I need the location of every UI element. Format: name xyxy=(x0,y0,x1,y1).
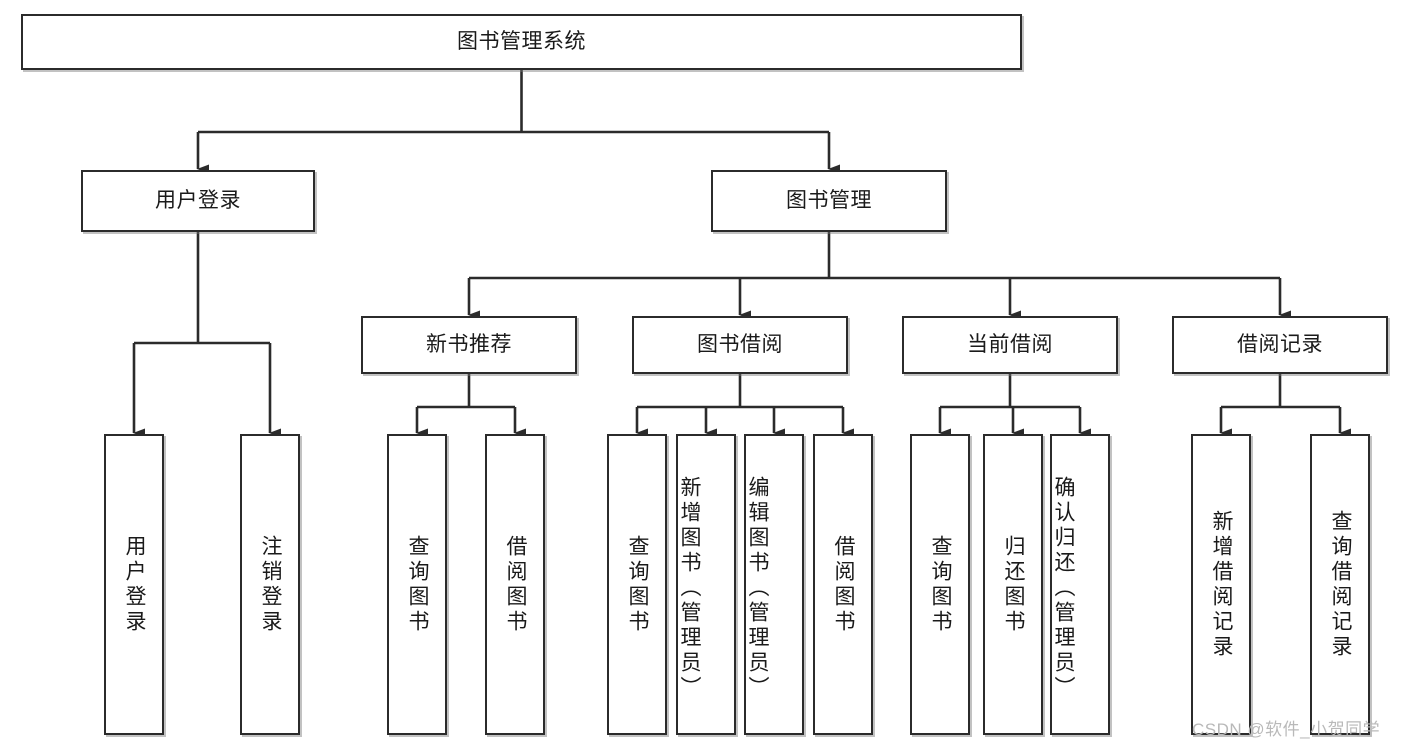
node-label: 查询借阅记录 xyxy=(1329,509,1353,660)
node-label: 查询图书 xyxy=(406,534,430,635)
node-book-manage[interactable]: 图书管理 xyxy=(711,170,947,232)
node-label: 确认归还（管理员） xyxy=(1052,476,1076,701)
node-book-borrow[interactable]: 图书借阅 xyxy=(632,316,848,374)
node-user-login[interactable]: 用户登录 xyxy=(81,170,315,232)
node-label: 新书推荐 xyxy=(426,332,512,356)
node-leaf-borrow-book-2[interactable]: 借阅图书 xyxy=(813,434,873,735)
node-leaf-query-record[interactable]: 查询借阅记录 xyxy=(1310,434,1370,735)
node-leaf-logout[interactable]: 注销登录 xyxy=(240,434,300,735)
node-leaf-borrow-book-1[interactable]: 借阅图书 xyxy=(485,434,545,735)
node-leaf-query-book-2[interactable]: 查询图书 xyxy=(607,434,667,735)
node-leaf-add-book[interactable]: 新增图书（管理员） xyxy=(676,434,736,735)
node-label: 借阅记录 xyxy=(1237,332,1323,356)
node-label: 查询图书 xyxy=(929,534,953,635)
node-leaf-query-book-1[interactable]: 查询图书 xyxy=(387,434,447,735)
node-label: 图书管理系统 xyxy=(457,29,586,53)
node-current-borrow[interactable]: 当前借阅 xyxy=(902,316,1118,374)
node-leaf-return-book[interactable]: 归还图书 xyxy=(983,434,1043,735)
node-label: 图书管理 xyxy=(786,188,872,212)
node-label: 注销登录 xyxy=(259,534,283,635)
node-root[interactable]: 图书管理系统 xyxy=(21,14,1022,70)
node-new-book-recommend[interactable]: 新书推荐 xyxy=(361,316,577,374)
node-leaf-user-login[interactable]: 用户登录 xyxy=(104,434,164,735)
node-leaf-confirm-return[interactable]: 确认归还（管理员） xyxy=(1050,434,1110,735)
node-label: 图书借阅 xyxy=(697,332,783,356)
node-label: 借阅图书 xyxy=(832,534,856,635)
node-label: 用户登录 xyxy=(123,534,147,635)
node-label: 借阅图书 xyxy=(504,534,528,635)
node-label: 新增借阅记录 xyxy=(1210,509,1234,660)
node-label: 用户登录 xyxy=(155,188,241,212)
watermark: CSDN @软件_小贺同学 xyxy=(1192,720,1381,739)
node-label: 编辑图书（管理员） xyxy=(746,476,770,701)
node-leaf-add-record[interactable]: 新增借阅记录 xyxy=(1191,434,1251,735)
node-leaf-edit-book[interactable]: 编辑图书（管理员） xyxy=(744,434,804,735)
node-leaf-query-book-3[interactable]: 查询图书 xyxy=(910,434,970,735)
node-label: 查询图书 xyxy=(626,534,650,635)
node-label: 归还图书 xyxy=(1002,534,1026,635)
node-label: 新增图书（管理员） xyxy=(678,476,702,701)
node-label: 当前借阅 xyxy=(967,332,1053,356)
node-borrow-record[interactable]: 借阅记录 xyxy=(1172,316,1388,374)
